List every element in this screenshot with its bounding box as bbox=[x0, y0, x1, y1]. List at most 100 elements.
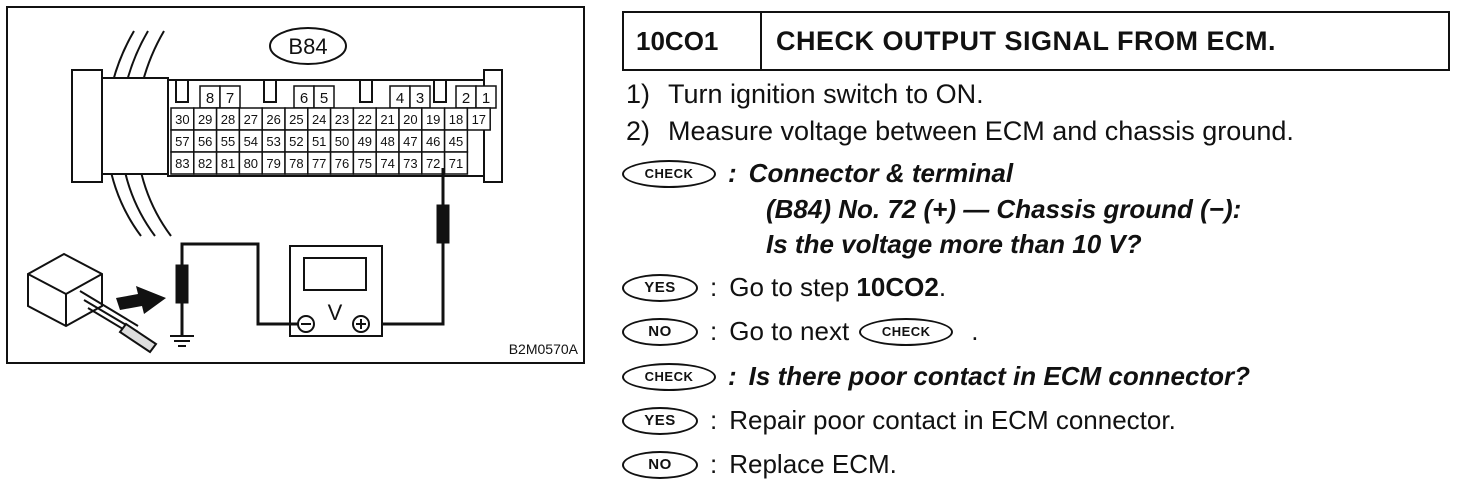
voltmeter bbox=[289, 245, 383, 337]
pin-number: 80 bbox=[244, 156, 258, 171]
pin-number: 53 bbox=[266, 134, 280, 149]
positive-probe-lead bbox=[361, 168, 450, 326]
pin-number: 20 bbox=[403, 112, 417, 127]
separator: : bbox=[710, 272, 718, 302]
pin-number: 54 bbox=[244, 134, 258, 149]
separator: : bbox=[710, 449, 718, 479]
pin-number: 79 bbox=[266, 156, 280, 171]
pin-number: 46 bbox=[426, 134, 440, 149]
instruction-1: 1) Turn ignition switch to ON. bbox=[626, 78, 984, 110]
yes-2-text: Repair poor contact in ECM connector. bbox=[729, 405, 1176, 435]
pin-number: 48 bbox=[380, 134, 394, 149]
figure-code: B2M0570A bbox=[509, 341, 579, 357]
pin-number: 24 bbox=[312, 112, 326, 127]
yes-2: YES : Repair poor contact in ECM connect… bbox=[622, 405, 1176, 436]
separator: : bbox=[710, 316, 718, 346]
yes-badge: YES bbox=[622, 273, 698, 302]
pin-number: 74 bbox=[380, 156, 394, 171]
pin-number: 28 bbox=[221, 112, 235, 127]
instruction-2: 2) Measure voltage between ECM and chassi… bbox=[626, 115, 1294, 147]
top-pin-number: 8 bbox=[206, 90, 214, 107]
check-1-line-2: (B84) No. 72 (+) — Chassis ground (−): bbox=[766, 194, 1242, 224]
check-2: CHECK : Is there poor contact in ECM con… bbox=[622, 361, 1250, 392]
pin-number: 45 bbox=[449, 134, 463, 149]
pin-number: 52 bbox=[289, 134, 303, 149]
check-2-text: Is there poor contact in ECM connector? bbox=[748, 361, 1250, 391]
instruction-number: 1) bbox=[626, 79, 651, 109]
ground-lead bbox=[175, 242, 298, 336]
yes-1-text: Go to step bbox=[729, 272, 857, 302]
pin-number: 27 bbox=[244, 112, 258, 127]
no-badge: NO bbox=[622, 317, 698, 346]
pin-number: 23 bbox=[335, 112, 349, 127]
yes-badge: YES bbox=[622, 406, 698, 435]
top-pin-number: 7 bbox=[226, 90, 234, 107]
no-1: NO : Go to next CHECK . bbox=[622, 316, 978, 347]
pin-number: 30 bbox=[175, 112, 189, 127]
instruction-text: Turn ignition switch to ON. bbox=[668, 79, 984, 109]
pin-number: 47 bbox=[403, 134, 417, 149]
no-1-period: . bbox=[971, 316, 979, 346]
pin-number: 22 bbox=[358, 112, 372, 127]
pin-number: 17 bbox=[472, 112, 486, 127]
no-1-text: Go to next bbox=[729, 316, 850, 346]
pin-number: 18 bbox=[449, 112, 463, 127]
connector-notch bbox=[263, 80, 277, 103]
separator: : bbox=[728, 361, 737, 391]
insertion-arrow-icon bbox=[116, 286, 166, 314]
pin-number: 25 bbox=[289, 112, 303, 127]
connector-label-oval bbox=[269, 27, 347, 65]
pin-number: 77 bbox=[312, 156, 326, 171]
pin-number: 55 bbox=[221, 134, 235, 149]
pin-number: 19 bbox=[426, 112, 440, 127]
connector-label: B84 bbox=[288, 34, 327, 59]
no-badge: NO bbox=[622, 450, 698, 479]
separator: : bbox=[710, 405, 718, 435]
ground-symbol-icon bbox=[170, 335, 194, 347]
top-pin-number: 3 bbox=[416, 90, 424, 107]
pin-number: 82 bbox=[198, 156, 212, 171]
top-pin-number: 5 bbox=[320, 90, 328, 107]
pin-number: 57 bbox=[175, 134, 189, 149]
pin-number: 72 bbox=[426, 156, 440, 171]
step-code: 10CO1 bbox=[624, 13, 762, 69]
inline-check-badge: CHECK bbox=[859, 317, 954, 346]
top-pin-number: 6 bbox=[300, 90, 308, 107]
check-1-line-3: Is the voltage more than 10 V? bbox=[766, 229, 1142, 259]
connector-notch bbox=[359, 80, 373, 103]
pin-number: 81 bbox=[221, 156, 235, 171]
top-pin-number: 2 bbox=[462, 90, 470, 107]
instruction-number: 2) bbox=[626, 116, 651, 146]
pin-number: 49 bbox=[358, 134, 372, 149]
no-2: NO : Replace ECM. bbox=[622, 449, 897, 480]
harness-plug-icon bbox=[27, 252, 158, 354]
connector-notch bbox=[175, 80, 189, 103]
pin-number: 51 bbox=[312, 134, 326, 149]
check-1: CHECK : Connector & terminal bbox=[622, 158, 1013, 189]
check-badge: CHECK bbox=[622, 159, 716, 188]
yes-1-step-ref: 10CO2 bbox=[856, 272, 939, 302]
pin-number: 73 bbox=[403, 156, 417, 171]
pin-number: 26 bbox=[266, 112, 280, 127]
pin-number: 29 bbox=[198, 112, 212, 127]
yes-1: YES : Go to step 10CO2. bbox=[622, 272, 946, 303]
voltmeter-symbol: V bbox=[328, 300, 343, 325]
pin-cell bbox=[443, 151, 469, 175]
separator: : bbox=[728, 158, 737, 188]
pin-number: 75 bbox=[358, 156, 372, 171]
pin-number: 21 bbox=[380, 112, 394, 127]
pin-number: 76 bbox=[335, 156, 349, 171]
yes-1-period: . bbox=[938, 272, 947, 302]
step-header: 10CO1 CHECK OUTPUT SIGNAL FROM ECM. bbox=[622, 11, 1450, 71]
top-pin-number: 1 bbox=[482, 90, 490, 107]
no-2-text: Replace ECM. bbox=[729, 449, 897, 479]
instruction-text: Measure voltage between ECM and chassis … bbox=[668, 116, 1294, 146]
pin-cell bbox=[466, 107, 491, 131]
step-title: CHECK OUTPUT SIGNAL FROM ECM. bbox=[776, 25, 1276, 56]
pin-number: 71 bbox=[449, 156, 463, 171]
pin-number: 83 bbox=[175, 156, 189, 171]
check-badge: CHECK bbox=[622, 362, 716, 391]
